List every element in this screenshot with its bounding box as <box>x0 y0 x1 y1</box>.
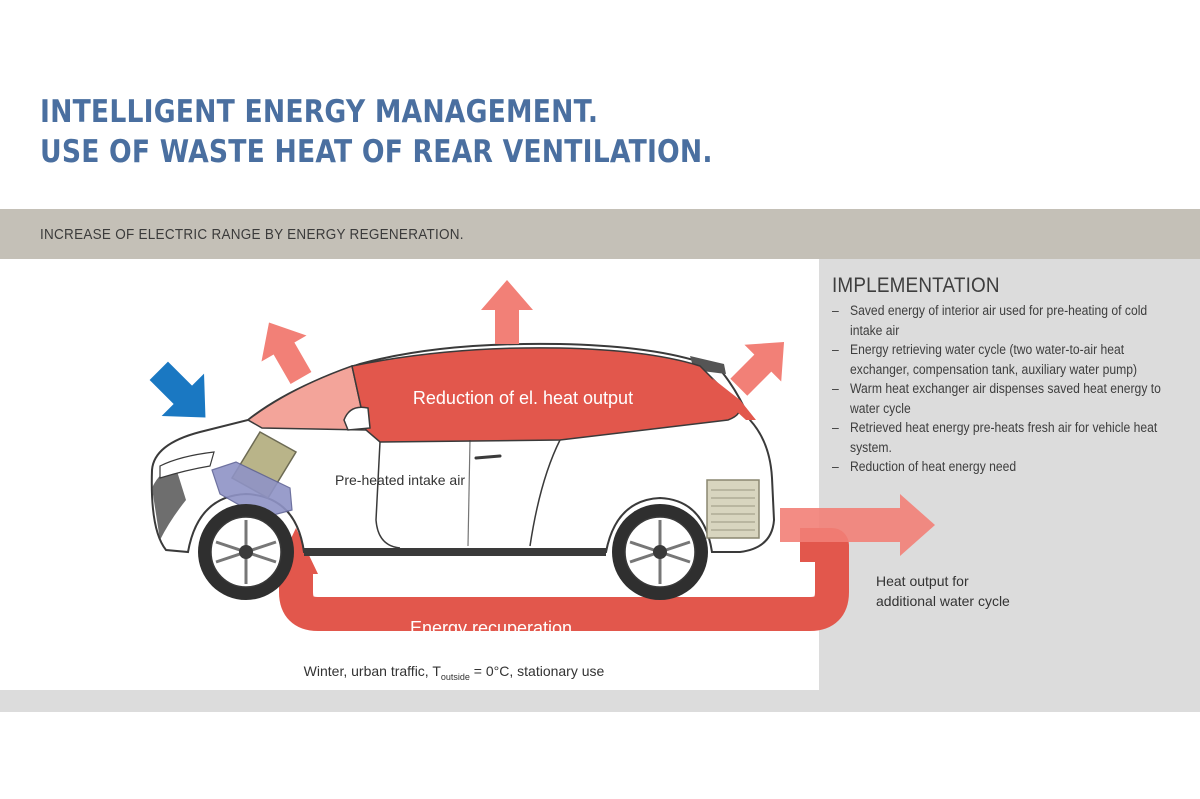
conditions-caption: Winter, urban traffic, Toutside = 0°C, s… <box>304 663 605 682</box>
heat-output-arrow <box>780 494 935 556</box>
intake-label: Pre-heated intake air <box>335 472 465 488</box>
conditions-subscript: outside <box>441 672 470 682</box>
page-title-line-1: INTELLIGENT ENERGY MANAGEMENT. <box>40 94 599 130</box>
implementation-item: Reduction of heat energy need <box>832 457 1174 477</box>
side-mirror <box>343 406 371 431</box>
heat-output-label-line-2: additional water cycle <box>876 593 1010 609</box>
page-title-line-2: USE OF WASTE HEAT OF REAR VENTILATION. <box>40 134 713 170</box>
door-line-rear <box>529 439 561 547</box>
cold-air-arrow <box>149 361 206 418</box>
implementation-item: Saved energy of interior air used for pr… <box>832 301 1174 340</box>
heat-arrow-up-left <box>261 322 312 384</box>
energy-recuperation-loop <box>279 528 849 631</box>
conditions-suffix: = 0°C, stationary use <box>470 663 605 679</box>
cabin-label: Reduction of el. heat output <box>413 388 633 408</box>
rear-exchanger-fins <box>711 489 755 531</box>
headlight <box>159 451 215 479</box>
car-lower-trim <box>304 548 606 556</box>
loop-label: Energy recuperation <box>410 618 572 638</box>
cabin-windows <box>351 347 741 443</box>
subtitle: INCREASE OF ELECTRIC RANGE BY ENERGY REG… <box>40 226 464 243</box>
conditions-prefix: Winter, urban traffic, T <box>304 663 442 679</box>
implementation-heading: IMPLEMENTATION <box>832 274 1000 297</box>
implementation-list: Saved energy of interior air used for pr… <box>832 301 1174 477</box>
heat-arrow-up-center <box>481 280 533 344</box>
front-wheel <box>198 504 294 600</box>
front-module-housing <box>211 461 293 519</box>
door-line-b <box>467 439 471 547</box>
door-handle <box>474 454 502 460</box>
car-front-bumper <box>152 468 186 540</box>
implementation-item: Energy retrieving water cycle (two water… <box>832 340 1174 379</box>
bottom-strip <box>0 690 1200 712</box>
heat-arrow-up-right <box>730 341 785 396</box>
rear-wheel <box>612 504 708 600</box>
rear-window-strip <box>712 378 756 420</box>
door-line-front <box>375 441 401 549</box>
implementation-item: Warm heat exchanger air dispenses saved … <box>832 379 1174 418</box>
page-title: INTELLIGENT ENERGY MANAGEMENT. USE OF WA… <box>40 92 713 172</box>
subtitle-band <box>0 209 1200 259</box>
heat-output-label-line-1: Heat output for <box>876 573 969 589</box>
car <box>150 342 776 600</box>
rear-heat-exchanger <box>706 479 760 539</box>
implementation-item: Retrieved heat energy pre-heats fresh ai… <box>832 418 1174 457</box>
energy-diagram: Reduction of el. heat output Pre-heated … <box>149 280 1010 682</box>
